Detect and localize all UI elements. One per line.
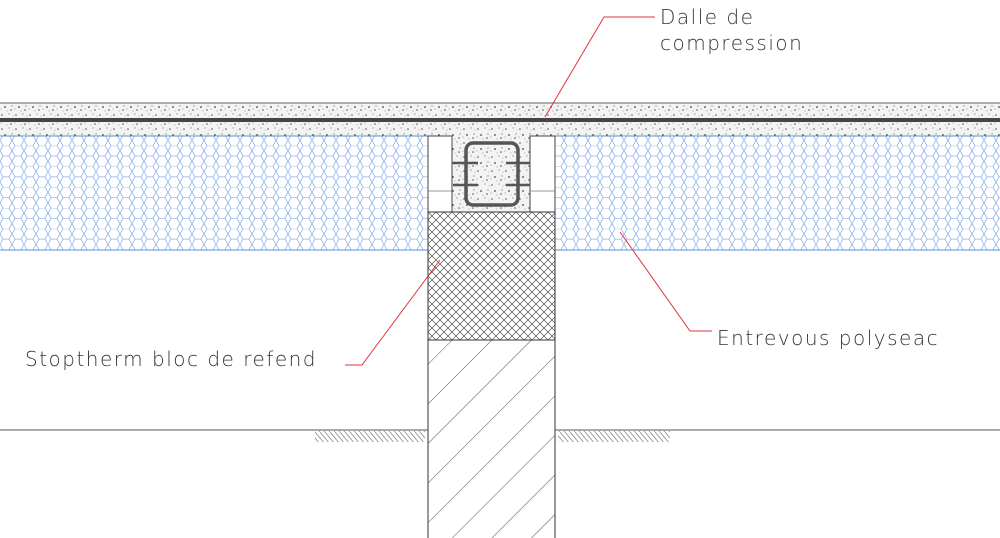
label-dalle-line1: Dalle de — [660, 5, 755, 29]
insulation-left — [0, 136, 428, 250]
leader-dalle — [544, 16, 655, 118]
chaining-beam — [427, 135, 556, 213]
leader-entrevous — [619, 231, 712, 332]
stoptherm-block — [427, 211, 556, 341]
compression-slab — [0, 102, 1000, 136]
label-dalle-line2: compression — [660, 31, 804, 55]
label-entrevous: Entrevous polyseac — [717, 326, 940, 350]
wall — [427, 339, 556, 538]
stirrup — [464, 141, 520, 207]
insulation-right — [555, 136, 1000, 250]
leader-lines — [345, 16, 712, 366]
label-stoptherm: Stoptherm bloc de refend — [25, 347, 318, 371]
ground — [0, 429, 1000, 442]
leader-stoptherm — [345, 259, 441, 366]
